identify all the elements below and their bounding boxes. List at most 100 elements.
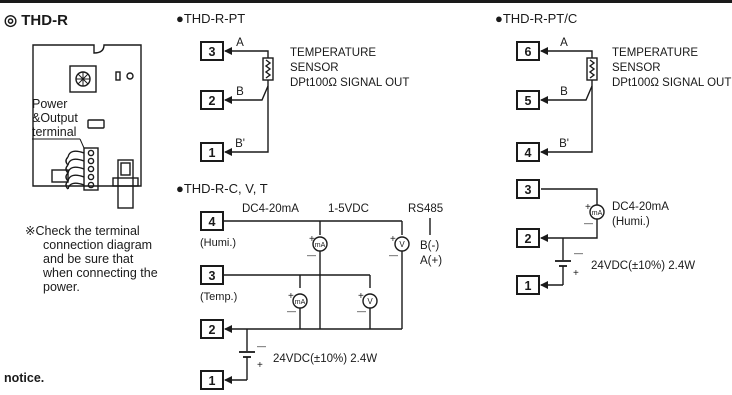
cvt-title: ●THD-R-C, V, T	[176, 181, 268, 196]
pt-wire-b-prime-label: B'	[235, 138, 245, 150]
pt-sensor-line-2: SENSOR	[290, 62, 339, 74]
ptc-terminal-1-label: 1	[525, 279, 532, 293]
pt-wire-b-label: B	[236, 86, 244, 98]
rs485-b-line: B(-)	[420, 240, 439, 252]
ptc-sensor-line-1: TEMPERATURE	[612, 47, 698, 59]
screw-icon	[126, 72, 134, 80]
ptc-terminal-5-label: 5	[525, 94, 532, 108]
cvt-ammeter-temp-symbol: mA	[295, 299, 306, 306]
pt-terminal-2	[200, 90, 224, 110]
supply-plus: +	[257, 360, 263, 371]
polarity-plus: +	[288, 291, 294, 302]
check-note-line-1: ※Check the terminal	[25, 224, 140, 238]
label-leader	[79, 138, 85, 149]
polarity-plus: +	[358, 291, 364, 302]
cvt-note-temp: (Temp.)	[200, 291, 237, 303]
model-title: ◎ THD-R	[4, 12, 68, 29]
ptc-terminal-2	[516, 228, 540, 248]
pt-sensor-zigzag	[264, 59, 272, 79]
ptc-wire-b-prime-label: B'	[559, 138, 569, 150]
pt-wire-b-prime	[249, 86, 269, 153]
check-note-line-2: connection diagram	[43, 238, 152, 252]
pt-wire-b	[249, 85, 269, 101]
led-icon	[115, 71, 121, 81]
ptc-wire-a-label: A	[560, 37, 568, 49]
board-label-line-2: &Output	[32, 111, 78, 125]
polarity-minus: —	[389, 250, 398, 260]
cvt-header-current: DC4-20mA	[242, 203, 299, 215]
terminal-block-icon	[51, 147, 99, 191]
ptc-terminal-3	[516, 179, 540, 199]
pt-sensor-line-3: DPt100Ω SIGNAL OUT	[290, 77, 409, 89]
pt-terminal-3-label: 3	[209, 45, 216, 59]
pt-wire-a	[249, 50, 269, 58]
rs485-a-line: A(+)	[420, 255, 442, 267]
cvt-supply-label: 24VDC(±10%) 2.4W	[273, 353, 377, 365]
pt-terminal-1-label: 1	[209, 146, 216, 160]
pt-sensor-line-1: TEMPERATURE	[290, 47, 376, 59]
polarity-plus: +	[390, 234, 396, 245]
ptc-terminal-4-label: 4	[525, 146, 532, 160]
ptc-diagram: ●THD-R-PT/C 6 5 4 3 2 1 A B B' TEMPERATU…	[495, 11, 731, 295]
cable-connector-icon	[112, 159, 139, 209]
supply-minus: —	[574, 248, 583, 258]
check-note-line-4: when connecting the	[42, 266, 158, 280]
pt-terminal-3	[200, 41, 224, 61]
left-panel: ◎ THD-R Power &Output terminal	[4, 12, 158, 385]
ptc-terminal-6	[516, 41, 540, 61]
board-label-line-3: terminal	[32, 125, 76, 139]
cvt-voltmeter-temp-symbol: V	[367, 297, 373, 306]
ptc-supply-label: 24VDC(±10%) 2.4W	[591, 260, 695, 272]
cvt-terminal-3-label: 3	[209, 269, 216, 283]
cvt-header-rs485: RS485	[408, 203, 443, 215]
ptc-sensor-line-2: SENSOR	[612, 62, 661, 74]
polarity-minus: —	[584, 218, 593, 228]
ptc-terminal-2-label: 2	[525, 232, 532, 246]
ptc-wire-b-prime	[566, 86, 593, 153]
board-label-line-1: Power	[32, 97, 67, 111]
adjust-knob-icon	[69, 65, 97, 93]
check-note-line-3: and be sure that	[43, 252, 134, 266]
ptc-wire-a	[566, 50, 593, 58]
supply-plus: +	[573, 268, 579, 279]
cvt-terminal-2-label: 2	[209, 323, 216, 337]
cvt-ammeter-humi-symbol: mA	[315, 242, 326, 249]
pt-terminal-1	[200, 142, 224, 162]
cvt-terminal-1	[200, 370, 224, 390]
polarity-minus: —	[287, 306, 296, 316]
ptc-wire-2	[566, 219, 598, 239]
cvt-terminal-2	[200, 319, 224, 339]
ptc-wire-b-label: B	[560, 86, 568, 98]
ptc-wire-b	[566, 85, 593, 101]
cvt-terminal-4-label: 4	[209, 215, 216, 229]
ptc-terminal-4	[516, 142, 540, 162]
ptc-title: ●THD-R-PT/C	[495, 11, 577, 26]
pt-diagram: ●THD-R-PT 3 2 1 A B B' TEMPERATURE SENSO…	[176, 11, 409, 162]
ptc-current-label: DC4-20mA	[612, 201, 669, 213]
pt-wire-a-label: A	[236, 37, 244, 49]
ptc-terminal-3-label: 3	[525, 183, 532, 197]
cvt-header-voltage: 1-5VDC	[328, 203, 369, 215]
pt-title: ●THD-R-PT	[176, 11, 245, 26]
ptc-terminal-6-label: 6	[525, 45, 532, 59]
pt-terminal-2-label: 2	[209, 94, 216, 108]
cvt-note-humi: (Humi.)	[200, 237, 236, 249]
polarity-plus: +	[309, 234, 315, 245]
ptc-humi-label: (Humi.)	[612, 216, 650, 228]
board-outline	[32, 44, 142, 187]
polarity-minus: —	[307, 250, 316, 260]
ptc-ammeter-symbol: mA	[592, 210, 603, 217]
polarity-plus: +	[585, 202, 591, 213]
check-note-line-5: power.	[43, 280, 80, 294]
ptc-terminal-5	[516, 90, 540, 110]
ptc-sensor-line-3: DPt100Ω SIGNAL OUT	[612, 77, 731, 89]
ptc-terminal-1	[516, 275, 540, 295]
cvt-diagram: ●THD-R-C, V, T DC4-20mA 1-5VDC RS485 4 (…	[176, 181, 443, 390]
component-icon	[87, 119, 105, 129]
ptc-wire-3	[541, 188, 598, 205]
cvt-voltmeter-humi-symbol: V	[399, 240, 405, 249]
cvt-terminal-1-label: 1	[209, 374, 216, 388]
supply-minus: —	[257, 341, 266, 351]
ptc-sensor-zigzag	[588, 59, 596, 79]
